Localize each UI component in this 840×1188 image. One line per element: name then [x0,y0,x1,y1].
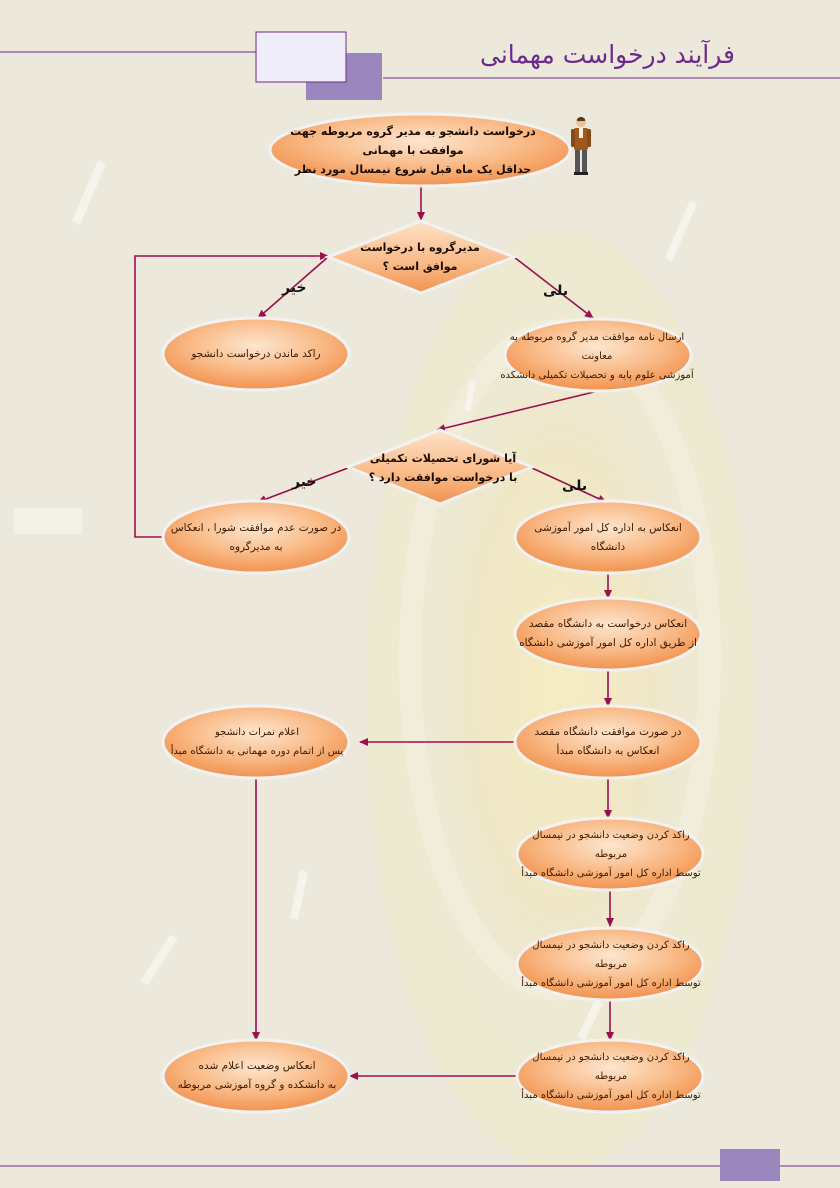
header-decoration [0,31,840,100]
node-destination-approval-text: در صورت موافقت دانشگاه مقصد انعکاس به دا… [534,726,682,757]
node-destination-approval [513,704,703,780]
node-reflect-destination-text: انعکاس درخواست به دانشگاه مقصد از طریق ا… [519,618,697,649]
arrow-send-letter-to-decision2 [436,390,599,433]
node-reflect-general [513,499,703,575]
arrow-decision1-to-send-letter [513,256,594,319]
node-reject1-text: راکد ماندن درخواست دانشجو [191,347,321,360]
branch-yes-2: بلی [562,478,588,494]
node-reflect-status-text: انعکاس وضعیت اعلام شده به دانشکده و گروه… [177,1060,337,1091]
node-reflect-status [161,1038,351,1114]
node-idle1-text: راکد کردن وضعیت دانشجو در نیمسال مربوطه … [521,829,701,879]
node-reflect-general-text: انعکاس به اداره کل امور آموزشی دانشگاه [534,522,682,553]
node-decision1-text: مدیرگروه با درخواست موافق است ؟ [360,241,480,273]
node-reject1 [161,316,351,392]
page-title: فرآیند درخواست مهمانی [479,40,735,69]
node-reflect-destination [513,596,703,672]
nodes [161,112,705,1114]
branch-no-2: خیر [292,474,317,490]
arrow-decision2-to-reflect-general [531,467,607,503]
node-idle3 [515,1038,705,1114]
node-idle2 [515,926,705,1002]
node-decision1 [323,219,519,295]
node-idle3-text: راکد کردن وضعیت دانشجو در نیمسال مربوطه … [521,1051,701,1101]
arrow-loop-back-to-decision1 [134,252,329,538]
node-decision2 [343,428,537,506]
branch-yes-1: بلی [543,283,569,299]
node-announce-grades-text: اعلام نمرات دانشجو پس از اتمام دوره مهما… [170,727,344,757]
node-reflect-reject [161,499,351,575]
arrow-decision2-to-reflect-reject [257,467,349,503]
branch-no-1: خیر [282,280,307,296]
connectors [134,186,614,1080]
node-send-letter-text: ارسال نامه موافقت مدیر گروه مربوطه به مع… [500,331,694,381]
node-announce-grades [161,704,351,780]
arrow-decision1-to-reject1 [257,256,329,319]
node-reflect-reject-text: در صورت عدم موافقت شورا ، انعکاس به مدیر… [170,522,342,553]
node-send-letter [503,317,693,393]
footer-decoration [0,1149,840,1181]
node-idle1 [515,816,705,892]
node-start-text: درخواست دانشجو به مدیر گروه مربوطه جهت م… [290,124,536,176]
node-idle2-text: راکد کردن وضعیت دانشجو در نیمسال مربوطه … [521,939,701,989]
node-start [268,112,572,188]
person-icon [571,117,591,175]
node-decision2-text: آیا شورای تحصیلات تکمیلی با درخواست مواف… [368,452,518,484]
